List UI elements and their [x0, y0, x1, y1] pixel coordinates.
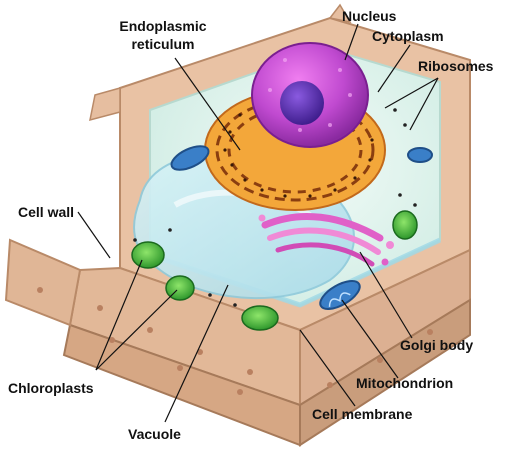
label-ribosomes: Ribosomes	[418, 58, 493, 74]
label-golgi-body: Golgi body	[400, 337, 473, 353]
label-vacuole: Vacuole	[128, 426, 181, 442]
nucleolus	[280, 81, 324, 125]
label-cell-wall: Cell wall	[18, 204, 74, 220]
label-endoplasmic-reticulum-2: reticulum	[108, 36, 218, 52]
label-mitochondrion: Mitochondrion	[356, 375, 453, 391]
label-nucleus: Nucleus	[342, 8, 396, 24]
label-cell-membrane: Cell membrane	[312, 406, 412, 422]
label-cytoplasm: Cytoplasm	[372, 28, 444, 44]
label-endoplasmic-reticulum-1: Endoplasmic	[108, 18, 218, 34]
label-chloroplasts: Chloroplasts	[8, 380, 94, 396]
